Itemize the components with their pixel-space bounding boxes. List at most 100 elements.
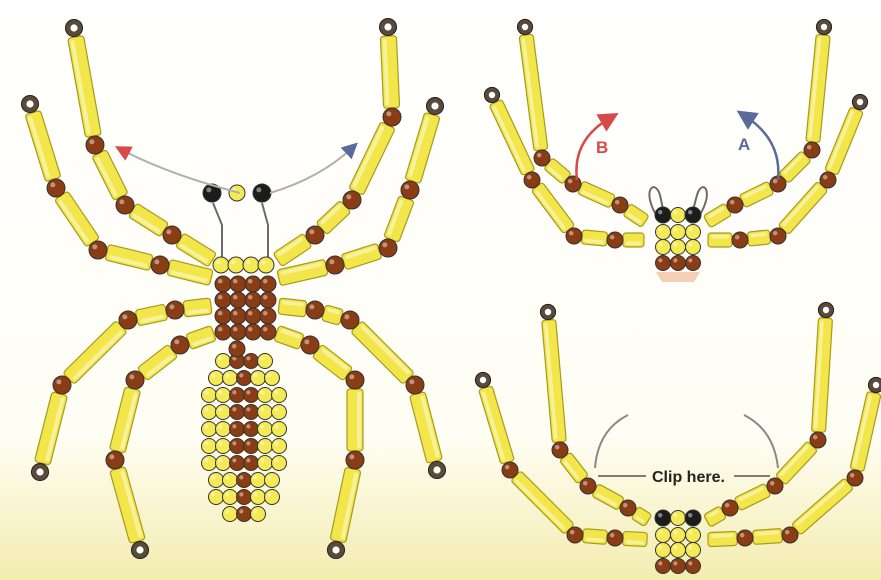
abdomen-bead	[223, 490, 238, 505]
abdomen-bead	[272, 456, 287, 471]
bead-highlight	[505, 465, 509, 469]
abdomen-bead	[272, 422, 287, 437]
bead-highlight	[248, 295, 252, 299]
bead-highlight	[615, 200, 619, 204]
bead-highlight	[174, 339, 179, 344]
bead-highlight	[218, 356, 222, 360]
head-bead	[671, 543, 686, 558]
bead-highlight	[263, 327, 267, 331]
bead-highlight	[329, 259, 334, 264]
bead-highlight	[256, 187, 261, 192]
abdomen-bead	[265, 490, 280, 505]
end-bead-hole	[26, 100, 33, 107]
joint-bead	[567, 527, 583, 543]
joint-bead	[306, 226, 324, 244]
thorax-bead	[245, 292, 261, 308]
bead-highlight	[813, 435, 817, 439]
bead-highlight	[225, 492, 229, 496]
abdomen-bead	[258, 422, 273, 437]
joint-bead	[770, 228, 786, 244]
head-bead	[671, 528, 686, 543]
thorax-bead	[260, 292, 276, 308]
bead-highlight	[658, 530, 662, 534]
bead-highlight	[239, 509, 243, 513]
abdomen-stripe-bead	[237, 507, 252, 522]
abdomen-bead	[272, 388, 287, 403]
bead-highlight	[583, 481, 587, 485]
bead-highlight	[673, 227, 677, 231]
thorax-bead	[671, 256, 686, 271]
bead-highlight	[658, 513, 662, 517]
bead-highlight	[673, 242, 677, 246]
head-bead	[671, 240, 686, 255]
joint-bead	[767, 478, 783, 494]
bead-highlight	[823, 175, 827, 179]
bead-highlight	[658, 561, 662, 565]
bead-highlight	[260, 441, 264, 445]
joint-bead	[86, 136, 104, 154]
joint-bead	[383, 108, 401, 126]
abdomen-bead	[272, 439, 287, 454]
bead-highlight	[246, 458, 250, 462]
label-b: B	[596, 138, 608, 157]
joint-bead	[106, 451, 124, 469]
bead-highlight	[239, 475, 243, 479]
abdomen-bead	[223, 371, 238, 386]
bead-highlight	[253, 492, 257, 496]
joint-bead	[566, 228, 582, 244]
bead-highlight	[673, 513, 677, 517]
thorax-bead	[671, 559, 686, 574]
bead-highlight	[263, 279, 267, 283]
bead-highlight	[225, 509, 229, 513]
thorax-bead	[215, 308, 231, 324]
bugle-bead	[278, 298, 307, 317]
bead-highlight	[274, 390, 278, 394]
bead-highlight	[409, 379, 414, 384]
bead-highlight	[232, 441, 236, 445]
label-a: A	[738, 135, 750, 154]
bead-highlight	[688, 227, 692, 231]
joint-bead	[502, 462, 518, 478]
bead-highlight	[218, 390, 222, 394]
bead-highlight	[218, 424, 222, 428]
end-bead-hole	[522, 24, 528, 30]
bead-highlight	[623, 503, 627, 507]
joint-bead	[346, 371, 364, 389]
joint-bead	[737, 530, 753, 546]
bead-highlight	[346, 194, 351, 199]
bead-highlight	[246, 424, 250, 428]
bead-highlight	[267, 492, 271, 496]
bead-highlight	[274, 441, 278, 445]
bead-highlight	[246, 441, 250, 445]
joint-bead	[580, 478, 596, 494]
bead-highlight	[50, 182, 55, 187]
bead-highlight	[92, 244, 97, 249]
abdomen-bead	[216, 405, 231, 420]
bead-highlight	[850, 473, 854, 477]
thorax-fade	[656, 272, 700, 282]
joint-bead	[379, 239, 397, 257]
joint-bead	[732, 232, 748, 248]
bead-highlight	[785, 530, 789, 534]
bead-highlight	[246, 260, 250, 264]
bead-highlight	[304, 339, 309, 344]
bead-highlight	[673, 258, 677, 262]
joint-bead	[163, 226, 181, 244]
joint-bead	[607, 530, 623, 546]
bead-highlight	[658, 227, 662, 231]
joint-bead	[346, 451, 364, 469]
bead-highlight	[204, 458, 208, 462]
abdomen-bead	[251, 371, 266, 386]
abdomen-bead	[258, 439, 273, 454]
bead-highlight	[260, 458, 264, 462]
bead-highlight	[248, 327, 252, 331]
bead-highlight	[211, 373, 215, 377]
bead-highlight	[260, 407, 264, 411]
bead-highlight	[658, 258, 662, 262]
thorax-bead	[215, 276, 231, 292]
bead-highlight	[218, 441, 222, 445]
bead-highlight	[233, 327, 237, 331]
bead-highlight	[658, 242, 662, 246]
joint-bead	[620, 500, 636, 516]
joint-bead	[401, 181, 419, 199]
